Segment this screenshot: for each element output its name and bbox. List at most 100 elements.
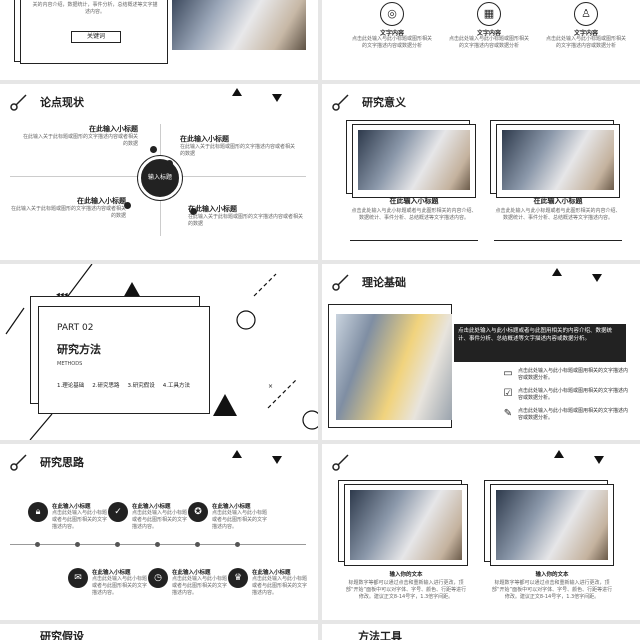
theory-item: 点击此处输入与此小标题或图用相关的文字描述内容或数据分析。 bbox=[518, 408, 629, 421]
slide-header: 理论基础 bbox=[332, 272, 406, 292]
slide-8[interactable]: 输入你的文本标题数字等都可以通过点击和重新输入进行更改，顶部“开始”面板中可以对… bbox=[322, 444, 640, 620]
point-desc: 在此输入关于此标题或图形的文字描述内容或者相关的数据 bbox=[180, 144, 296, 157]
step-desc: 点击此处输入与此小标题或者与此图形相关的文字描述内容。 bbox=[252, 576, 308, 596]
laptop-photo bbox=[502, 130, 614, 190]
body-text: 文字描述内容。点击此处输入与此小标题或者与此图用相关的内容介绍，数据统计，事件分… bbox=[32, 0, 158, 15]
slide-2[interactable]: ◎文字内容点击此处输入与此小标题或图形相关的文字描述内容或数据分析▦文字内容点击… bbox=[322, 0, 640, 80]
card-underline bbox=[350, 240, 478, 241]
section-subtitle: METHODS bbox=[57, 361, 83, 367]
slide-title: 研究思路 bbox=[40, 456, 84, 469]
section-frame: PART 02 研究方法 METHODS 1.理论基础 2.研究思路 3.研究假设 4… bbox=[38, 306, 210, 414]
laptop-photo bbox=[172, 0, 306, 50]
card-title: 输入你的文本 bbox=[389, 572, 423, 578]
point-title: 在此输入小标题 bbox=[77, 197, 126, 205]
slide-3[interactable]: 论点现状 输入标题 在此输入小标题在此输入关于此标题或图形的文字描述内容或者相关… bbox=[0, 84, 318, 260]
svg-text:◀◀◀: ◀◀◀ bbox=[56, 292, 68, 298]
pin-icon bbox=[10, 454, 27, 471]
card-desc: 点击此处输入与此小标题或者与此图形相关的内容介绍、数据统计、事件分析、总结概述等… bbox=[495, 208, 621, 221]
feature-title: 文字内容 bbox=[573, 30, 598, 37]
text-frame: 文字描述内容。点击此处输入与此小标题或者与此图用相关的内容介绍，数据统计，事件分… bbox=[20, 0, 168, 64]
slide-7[interactable]: 研究思路 🔒︎在此输入小标题点击此处输入与此小标题或者与此图形相关的文字描述内容… bbox=[0, 444, 318, 620]
step-title: 在此输入小标题 bbox=[132, 504, 171, 510]
feature-desc: 点击此处输入与此小标题或图形相关的文字描述内容或数据分析 bbox=[449, 36, 530, 49]
timeline-dot bbox=[195, 542, 200, 547]
bullet-dot bbox=[124, 202, 131, 209]
chat-icon: ✉ bbox=[68, 568, 88, 588]
part-label: PART 02 bbox=[57, 323, 94, 333]
pin-icon bbox=[332, 94, 349, 111]
step-desc: 点击此处输入与此小标题或者与此图形相关的文字描述内容。 bbox=[92, 576, 148, 596]
slide-title: 研究意义 bbox=[362, 96, 406, 109]
card-desc: 点击此处输入与此小标题或者与此图形相关的内容介绍、数据统计、事件分析、总结概述等… bbox=[351, 208, 477, 221]
point-title: 在此输入小标题 bbox=[180, 135, 229, 143]
point-title: 在此输入小标题 bbox=[188, 205, 237, 213]
method-item[interactable]: 4.工具方法 bbox=[162, 383, 190, 389]
card-title: 在此输入小标题 bbox=[389, 197, 439, 205]
point-title: 在此输入小标题 bbox=[89, 125, 138, 133]
feature-desc: 点击此处输入与此小标题或图形相关的文字描述内容或数据分析 bbox=[546, 36, 627, 49]
card-desc: 标题数字等都可以通过点击和重新输入进行更改，顶部“开始”面板中可以对字体、字号、… bbox=[345, 580, 467, 600]
bullet-dot bbox=[150, 146, 157, 153]
slide-header: 研究意义 bbox=[332, 92, 406, 112]
keyword-button[interactable]: 关键词 bbox=[71, 31, 121, 43]
step-title: 在此输入小标题 bbox=[52, 504, 91, 510]
triangle-down-icon bbox=[272, 94, 282, 102]
step-title: 在此输入小标题 bbox=[212, 504, 251, 510]
slide-9[interactable]: 研究假设 bbox=[0, 624, 318, 640]
feature-title: 文字内容 bbox=[379, 30, 404, 37]
triangle-down-icon bbox=[592, 274, 602, 282]
timeline-dot bbox=[115, 542, 120, 547]
pin-icon bbox=[10, 94, 27, 111]
pencil-icon: ✎ bbox=[503, 408, 513, 419]
timeline-dot bbox=[75, 542, 80, 547]
check-icon: ✓ bbox=[108, 502, 128, 522]
pin-icon bbox=[332, 454, 349, 471]
feature-title: 文字内容 bbox=[476, 30, 501, 37]
method-item[interactable]: 2.研究思路 bbox=[92, 383, 120, 389]
monitor-icon: ▭ bbox=[503, 368, 513, 379]
method-item[interactable]: 3.研究假设 bbox=[127, 383, 155, 389]
card-title: 输入你的文本 bbox=[535, 572, 569, 578]
slide-6[interactable]: 理论基础 点击此处输入与此小标题或者与此图用相关的内容介绍、数据统计、事件分析、… bbox=[322, 264, 640, 440]
timeline-dot bbox=[235, 542, 240, 547]
step-desc: 点击此处输入与此小标题或者与此图形相关的文字描述内容。 bbox=[172, 576, 228, 596]
laptop-photo bbox=[350, 490, 462, 560]
theory-item: 点击此处输入与此小标题或图用相关的文字描述内容或数据分析。 bbox=[518, 388, 629, 401]
person-icon: ♙ bbox=[574, 2, 598, 26]
slide-10[interactable]: 方法工具 bbox=[322, 624, 640, 640]
feature-desc: 点击此处输入与此小标题或图形相关的文字描述内容或数据分析 bbox=[352, 36, 433, 49]
card-underline bbox=[494, 240, 622, 241]
section-title: 研究方法 bbox=[57, 343, 101, 356]
triangle-up-icon bbox=[554, 450, 564, 458]
slide-header bbox=[332, 452, 350, 472]
slide-1[interactable]: 文字描述内容。点击此处输入与此小标题或者与此图用相关的内容介绍，数据统计，事件分… bbox=[0, 0, 318, 80]
badge-icon: ✪ bbox=[188, 502, 208, 522]
point-desc: 在此输入关于此标题或图形的文字描述内容或者相关的数据 bbox=[188, 214, 304, 227]
slide-title: 研究假设 bbox=[40, 630, 84, 640]
pin-icon bbox=[332, 274, 349, 291]
slide-title: 论点现状 bbox=[40, 96, 84, 109]
triangle-down-icon bbox=[594, 456, 604, 464]
step-title: 在此输入小标题 bbox=[252, 570, 291, 576]
triangle-down-icon bbox=[272, 456, 282, 464]
slide-title: 方法工具 bbox=[358, 630, 402, 640]
step-desc: 点击此处输入与此小标题或者与此图形相关的文字描述内容。 bbox=[212, 510, 268, 530]
center-circle: 输入标题 bbox=[138, 156, 182, 200]
point-desc: 在此输入关于此标题或图形的文字描述内容或者相关的数据 bbox=[10, 206, 126, 219]
step-desc: 点击此处输入与此小标题或者与此图形相关的文字描述内容。 bbox=[52, 510, 108, 530]
trophy-icon: ♛ bbox=[228, 568, 248, 588]
timeline-dot bbox=[35, 542, 40, 547]
slide-4[interactable]: 研究意义 在此输入小标题点击此处输入与此小标题或者与此图形相关的内容介绍、数据统… bbox=[322, 84, 640, 260]
slide-title: 理论基础 bbox=[362, 276, 406, 289]
laptop-photo bbox=[358, 130, 470, 190]
checklist-icon: ☑ bbox=[503, 388, 513, 399]
info-box: 点击此处输入与此小标题或者与此图用相关的内容介绍、数据统计、事件分析、总结概述等… bbox=[454, 324, 626, 362]
students-photo bbox=[336, 314, 452, 420]
bullet-dot bbox=[190, 208, 197, 215]
laptop-photo bbox=[496, 490, 608, 560]
method-item[interactable]: 1.理论基础 bbox=[57, 383, 85, 389]
stopwatch-icon: ◷ bbox=[148, 568, 168, 588]
triangle-up-icon bbox=[552, 268, 562, 276]
